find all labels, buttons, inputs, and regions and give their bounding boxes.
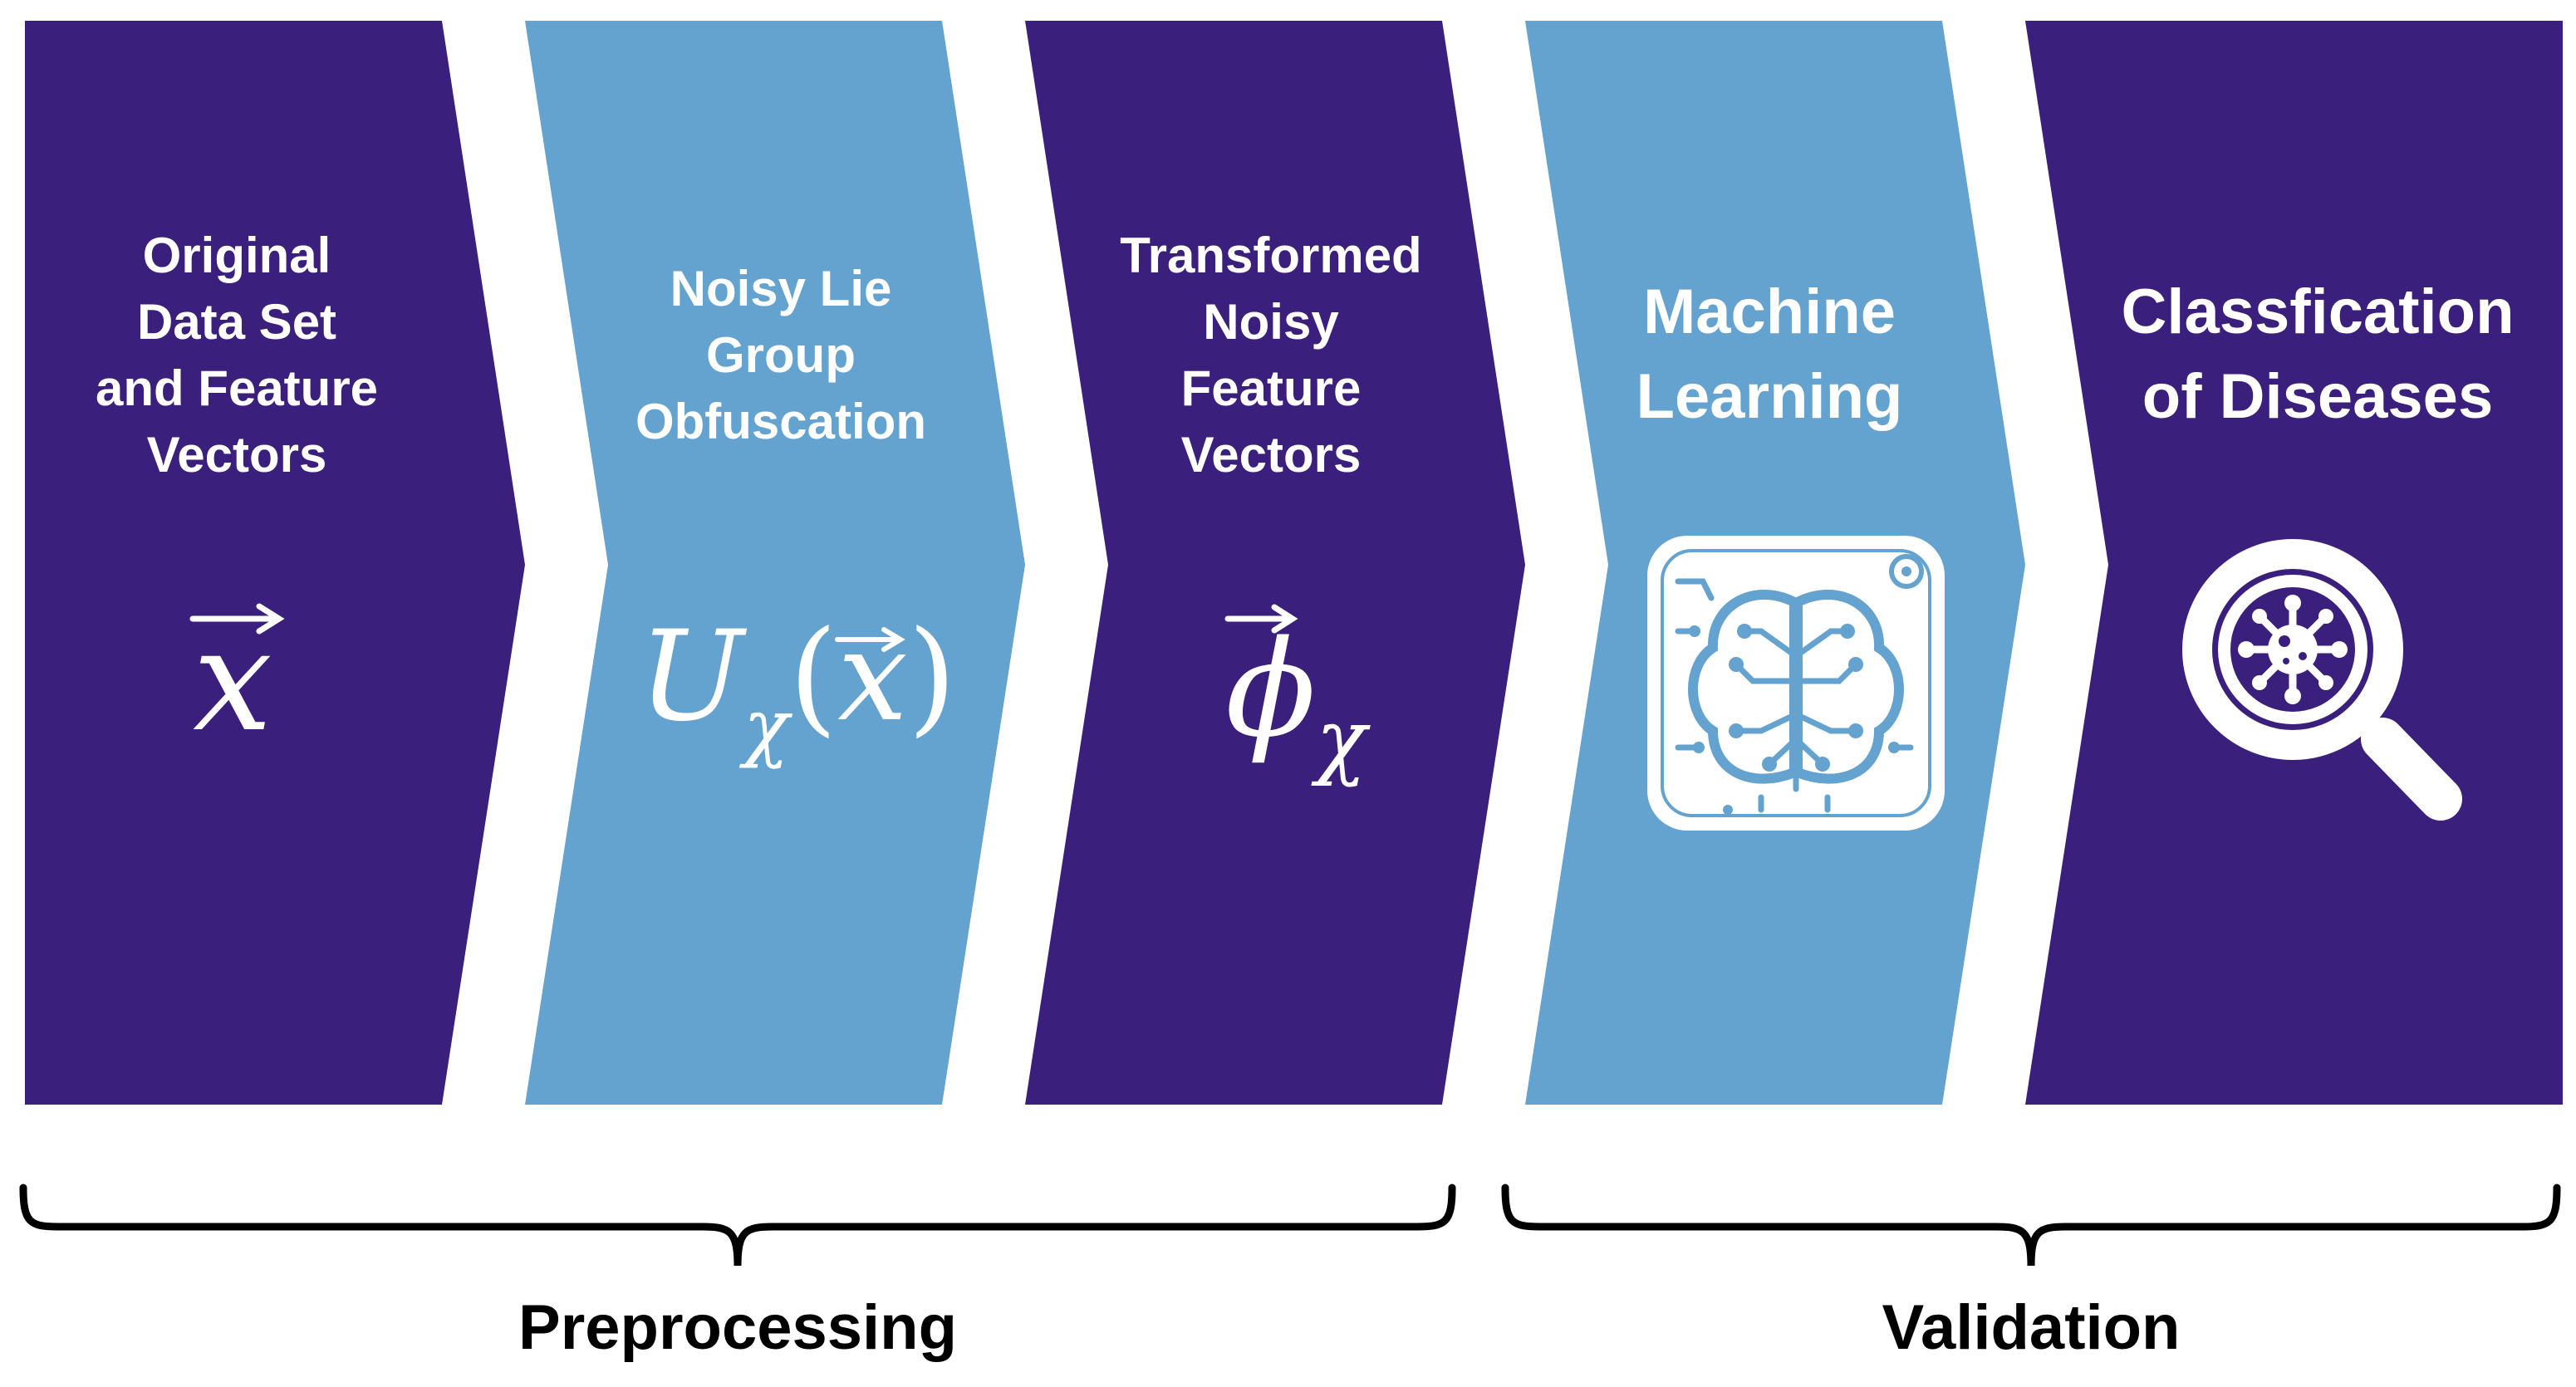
- step-label-ml: Machine Learning: [1562, 270, 1977, 439]
- symbol-phi-sub: χ: [1316, 691, 1367, 788]
- label-line: Machine: [1642, 277, 1896, 347]
- step-label-classification: Classfication of Diseases: [2077, 270, 2559, 439]
- step-shape-transformed: [1025, 21, 1525, 1105]
- label-line: and Feature: [95, 360, 379, 416]
- step-label-transformed: Transformed Noisy Feature Vectors: [1072, 223, 1470, 488]
- symbol-phi-chi: ϕχ: [1196, 619, 1396, 811]
- vector-arrow-arg: [835, 627, 905, 652]
- magnifier-virus-icon: [2182, 539, 2462, 821]
- symbol-paren-close: ): [907, 605, 957, 749]
- label-line: Vectors: [1180, 427, 1362, 483]
- label-line: Feature: [1180, 360, 1362, 416]
- validation-brace: [1501, 1184, 2561, 1267]
- label-line: Noisy: [1203, 294, 1339, 350]
- symbol-u-chi: Uχ(x): [615, 610, 980, 777]
- label-line: Noisy Lie: [670, 261, 892, 316]
- step-label-obfuscation: Noisy Lie Group Obfuscation: [573, 256, 989, 455]
- vector-arrow-phi: [1224, 604, 1298, 634]
- vector-arrow-x: [189, 603, 285, 635]
- label-line: Obfuscation: [635, 394, 926, 449]
- group-label-preprocessing: Preprocessing: [518, 1292, 957, 1363]
- symbol-arg: x: [837, 605, 908, 749]
- step-label-original: Original Data Set and Feature Vectors: [33, 223, 440, 488]
- symbol-u-sub: χ: [743, 684, 789, 771]
- group-label-validation: Validation: [1882, 1292, 2181, 1363]
- label-line: Group: [706, 327, 856, 383]
- label-line: Vectors: [146, 427, 327, 483]
- symbol-paren-open: (: [788, 605, 838, 749]
- symbol-x: x: [193, 599, 272, 763]
- label-line: Transformed: [1120, 228, 1422, 283]
- label-line: of Diseases: [2142, 361, 2494, 432]
- label-line: Learning: [1636, 361, 1903, 432]
- symbol-phi: ϕ: [1225, 611, 1317, 767]
- label-line: Classfication: [2121, 277, 2515, 347]
- step-shape-original: [25, 21, 525, 1105]
- label-line: Data Set: [136, 294, 337, 350]
- label-line: Original: [142, 228, 331, 283]
- step-shape-obfuscation: [525, 21, 1025, 1105]
- symbol-u: U: [638, 605, 744, 749]
- preprocessing-brace: [19, 1184, 1456, 1267]
- brain-circuit-icon: [1647, 536, 1945, 831]
